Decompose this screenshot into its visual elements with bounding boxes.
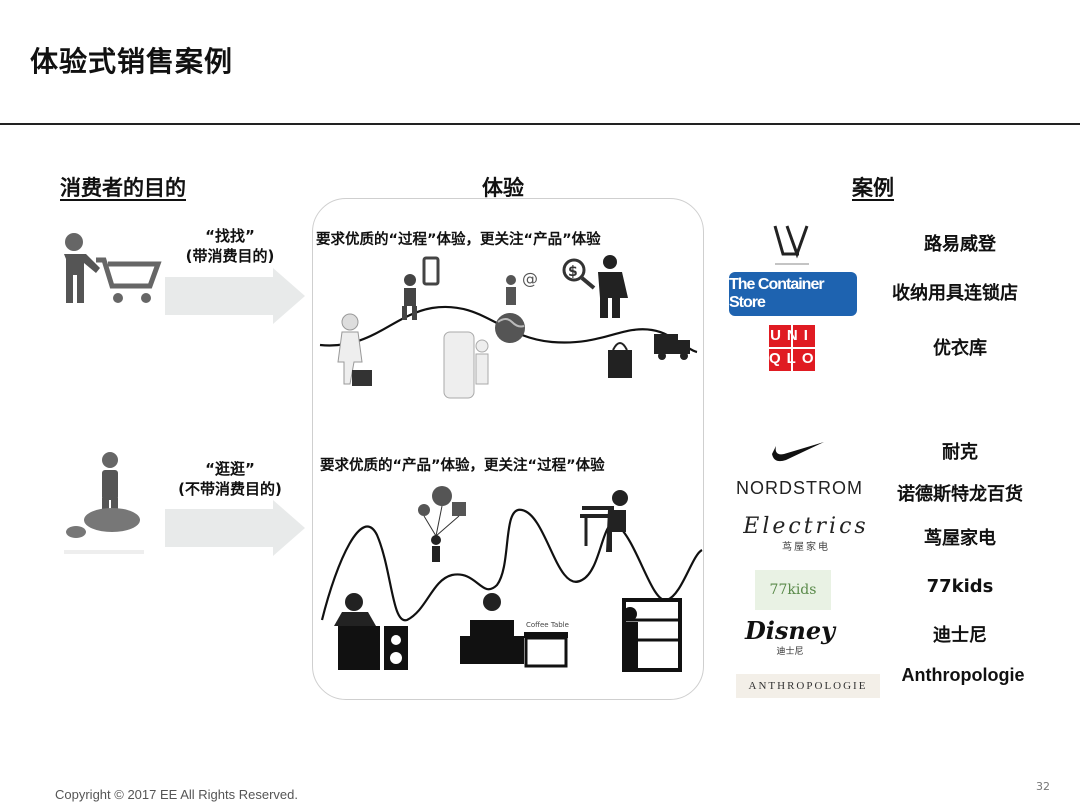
copyright-footer: Copyright © 2017 EE All Rights Reserved. [55, 787, 298, 802]
case-name-disney: 迪士尼 [933, 625, 987, 646]
louis-vuitton-logo [762, 220, 822, 270]
svg-text:$: $ [568, 264, 578, 280]
77kids-logo: 77kids [755, 570, 831, 610]
experience-description-row-2: 要求优质的“产品”体验，更关注“过程”体验 [320, 458, 605, 474]
process-experience-illustration: @ $ [319, 255, 698, 399]
page-number: 32 [1036, 780, 1050, 793]
case-name-77kids: 77kids [926, 576, 994, 597]
slide-title: 体验式销售案例 [30, 45, 234, 78]
anthropologie-logo: ANTHROPOLOGIE [736, 674, 880, 698]
person-on-cloud-icon [64, 452, 144, 554]
case-name-louis-vuitton: 路易威登 [924, 234, 996, 255]
arrow-label-row-2: “逛逛” (不带消费目的) [178, 460, 282, 498]
coffee-table-caption: Coffee Table [526, 621, 569, 629]
nike-swoosh-logo [772, 442, 824, 462]
experience-description-row-1: 要求优质的“过程”体验，更关注“产品”体验 [316, 232, 601, 248]
column-header-purpose: 消费者的目的 [60, 176, 186, 200]
product-experience-illustration: Coffee Table [320, 486, 703, 672]
title-divider [0, 123, 1080, 125]
column-header-experience: 体验 [482, 176, 524, 200]
electrics-logo: Electrics 茑屋家电 [743, 514, 869, 554]
uniqlo-logo: UNI QLO [769, 325, 815, 371]
svg-text:@: @ [522, 269, 538, 288]
arrow-row-1 [165, 268, 305, 324]
case-name-container-store: 收纳用具连锁店 [892, 283, 1018, 304]
arrow-label-row-1: “找找” (带消费目的) [185, 227, 275, 265]
arrow-row-2 [165, 500, 305, 556]
nordstrom-logo: NORDSTROM [736, 478, 863, 498]
column-header-cases: 案例 [852, 176, 894, 200]
shopper-with-cart-icon [64, 233, 162, 303]
case-name-nordstrom: 诺德斯特龙百货 [897, 484, 1023, 505]
disney-logo: Disney 迪士尼 [744, 616, 836, 658]
case-name-nike: 耐克 [942, 442, 978, 463]
container-store-logo: The Container Store [729, 272, 857, 316]
case-name-uniqlo: 优衣库 [933, 338, 987, 359]
case-name-anthropologie: Anthropologie [901, 665, 1025, 685]
case-name-tsutaya-electrics: 茑屋家电 [924, 528, 996, 549]
